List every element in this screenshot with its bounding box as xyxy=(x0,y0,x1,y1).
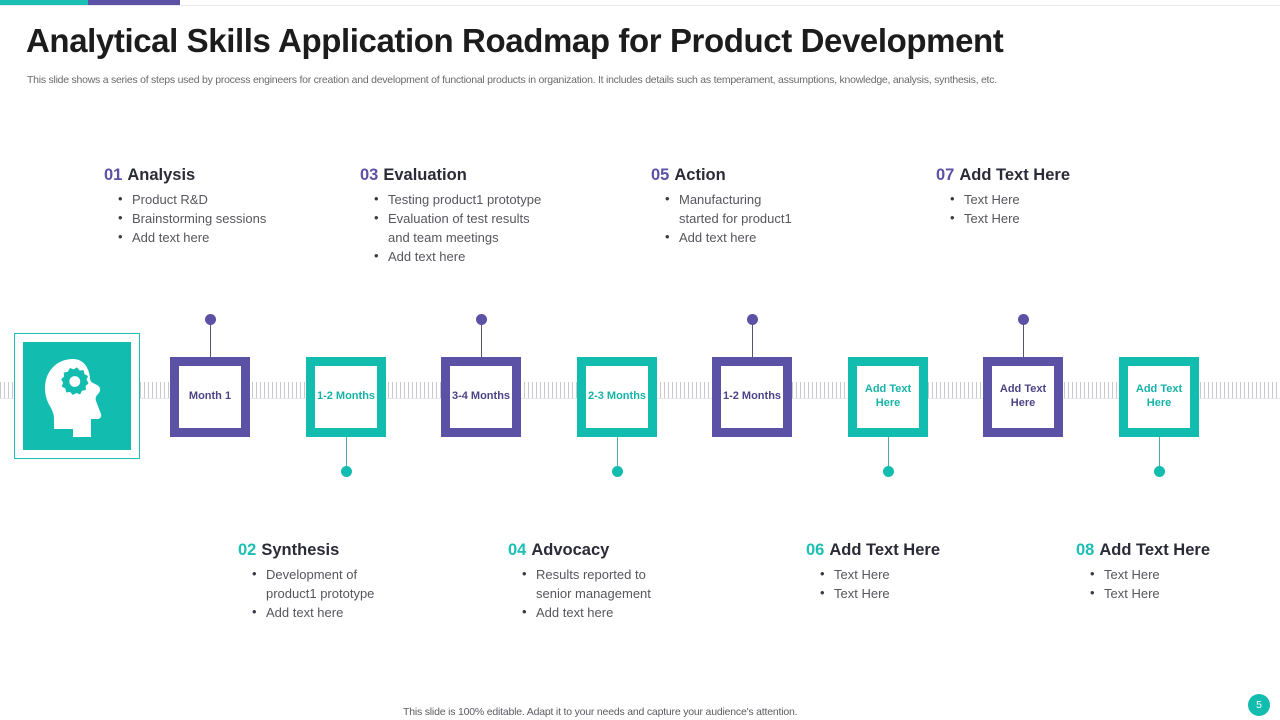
header-divider xyxy=(0,5,1280,6)
node-dot-4 xyxy=(612,466,623,477)
node-stem-1 xyxy=(210,322,211,358)
node-stem-4 xyxy=(617,437,618,472)
timeline-node-4[interactable]: 2-3 Months xyxy=(577,357,657,437)
timeline-node-3[interactable]: 3-4 Months xyxy=(441,357,521,437)
node-dot-8 xyxy=(1154,466,1165,477)
accent-segment-blank xyxy=(180,0,1280,6)
timeline-node-2[interactable]: 1-2 Months xyxy=(306,357,386,437)
callout-04-number: 04 xyxy=(508,541,527,559)
node-dot-6 xyxy=(883,466,894,477)
callout-01-title: Analysis xyxy=(127,166,196,184)
list-item: Manufacturing started for product1 xyxy=(665,190,792,229)
timeline-node-6[interactable]: Add Text Here xyxy=(848,357,928,437)
callout-06-number: 06 xyxy=(806,541,825,559)
head-with-gear-icon xyxy=(23,342,131,450)
callout-02-title: Synthesis xyxy=(261,541,340,559)
accent-segment-purple xyxy=(88,0,180,6)
callout-03-bullets: Testing product1 prototype Evaluation of… xyxy=(360,190,541,267)
page-subtitle: This slide shows a series of steps used … xyxy=(27,74,997,86)
page-title: Analytical Skills Application Roadmap fo… xyxy=(26,22,1004,59)
list-item: Text Here xyxy=(950,209,1070,229)
node-stem-7 xyxy=(1023,322,1024,358)
callout-07-title: Add Text Here xyxy=(959,166,1070,184)
roadmap-start-icon-tile xyxy=(14,333,140,459)
list-item: Text Here xyxy=(950,190,1070,210)
list-item: Text Here xyxy=(1090,565,1210,585)
list-item: Add text here xyxy=(522,603,651,623)
list-item: Results reported to senior management xyxy=(522,565,651,604)
callout-04-bullets: Results reported to senior management Ad… xyxy=(508,565,651,623)
callout-05-title: Action xyxy=(674,166,726,184)
callout-07-number: 07 xyxy=(936,166,955,184)
callout-03-number: 03 xyxy=(360,166,379,184)
node-dot-5 xyxy=(747,314,758,325)
callout-06-title: Add Text Here xyxy=(829,541,940,559)
list-item: Product R&D xyxy=(118,190,266,210)
callout-06-bullets: Text Here Text Here xyxy=(806,565,940,604)
callout-08-bullets: Text Here Text Here xyxy=(1076,565,1210,604)
list-item: Text Here xyxy=(1090,584,1210,604)
callout-01-number: 01 xyxy=(104,166,123,184)
node-stem-6 xyxy=(888,437,889,472)
callout-08-number: 08 xyxy=(1076,541,1095,559)
footer-note: This slide is 100% editable. Adapt it to… xyxy=(403,706,798,718)
node-stem-8 xyxy=(1159,437,1160,472)
list-item: Add text here xyxy=(374,247,541,267)
timeline-node-1[interactable]: Month 1 xyxy=(170,357,250,437)
node-dot-1 xyxy=(205,314,216,325)
list-item: Text Here xyxy=(820,584,940,604)
callout-02-bullets: Development of product1 prototype Add te… xyxy=(238,565,374,623)
callout-08-title: Add Text Here xyxy=(1099,541,1210,559)
timeline-node-8[interactable]: Add Text Here xyxy=(1119,357,1199,437)
callout-07-bullets: Text Here Text Here xyxy=(936,190,1070,229)
list-item: Add text here xyxy=(118,228,266,248)
accent-segment-teal xyxy=(0,0,88,6)
list-item: Testing product1 prototype xyxy=(374,190,541,210)
node-stem-5 xyxy=(752,322,753,358)
list-item: Evaluation of test results and team meet… xyxy=(374,209,541,248)
list-item: Text Here xyxy=(820,565,940,585)
callout-01-bullets: Product R&D Brainstorming sessions Add t… xyxy=(104,190,266,248)
callout-05-number: 05 xyxy=(651,166,670,184)
callout-02-number: 02 xyxy=(238,541,257,559)
list-item: Brainstorming sessions xyxy=(118,209,266,229)
list-item: Development of product1 prototype xyxy=(252,565,374,604)
node-dot-7 xyxy=(1018,314,1029,325)
callout-04-title: Advocacy xyxy=(531,541,610,559)
node-stem-2 xyxy=(346,437,347,472)
page-number-badge: 5 xyxy=(1248,694,1270,716)
node-stem-3 xyxy=(481,322,482,358)
timeline-node-5[interactable]: 1-2 Months xyxy=(712,357,792,437)
node-dot-3 xyxy=(476,314,487,325)
top-accent-bar xyxy=(0,0,1280,6)
node-dot-2 xyxy=(341,466,352,477)
callout-03-title: Evaluation xyxy=(383,166,467,184)
list-item: Add text here xyxy=(252,603,374,623)
list-item: Add text here xyxy=(665,228,792,248)
timeline-node-7[interactable]: Add Text Here xyxy=(983,357,1063,437)
callout-05-bullets: Manufacturing started for product1 Add t… xyxy=(651,190,792,248)
